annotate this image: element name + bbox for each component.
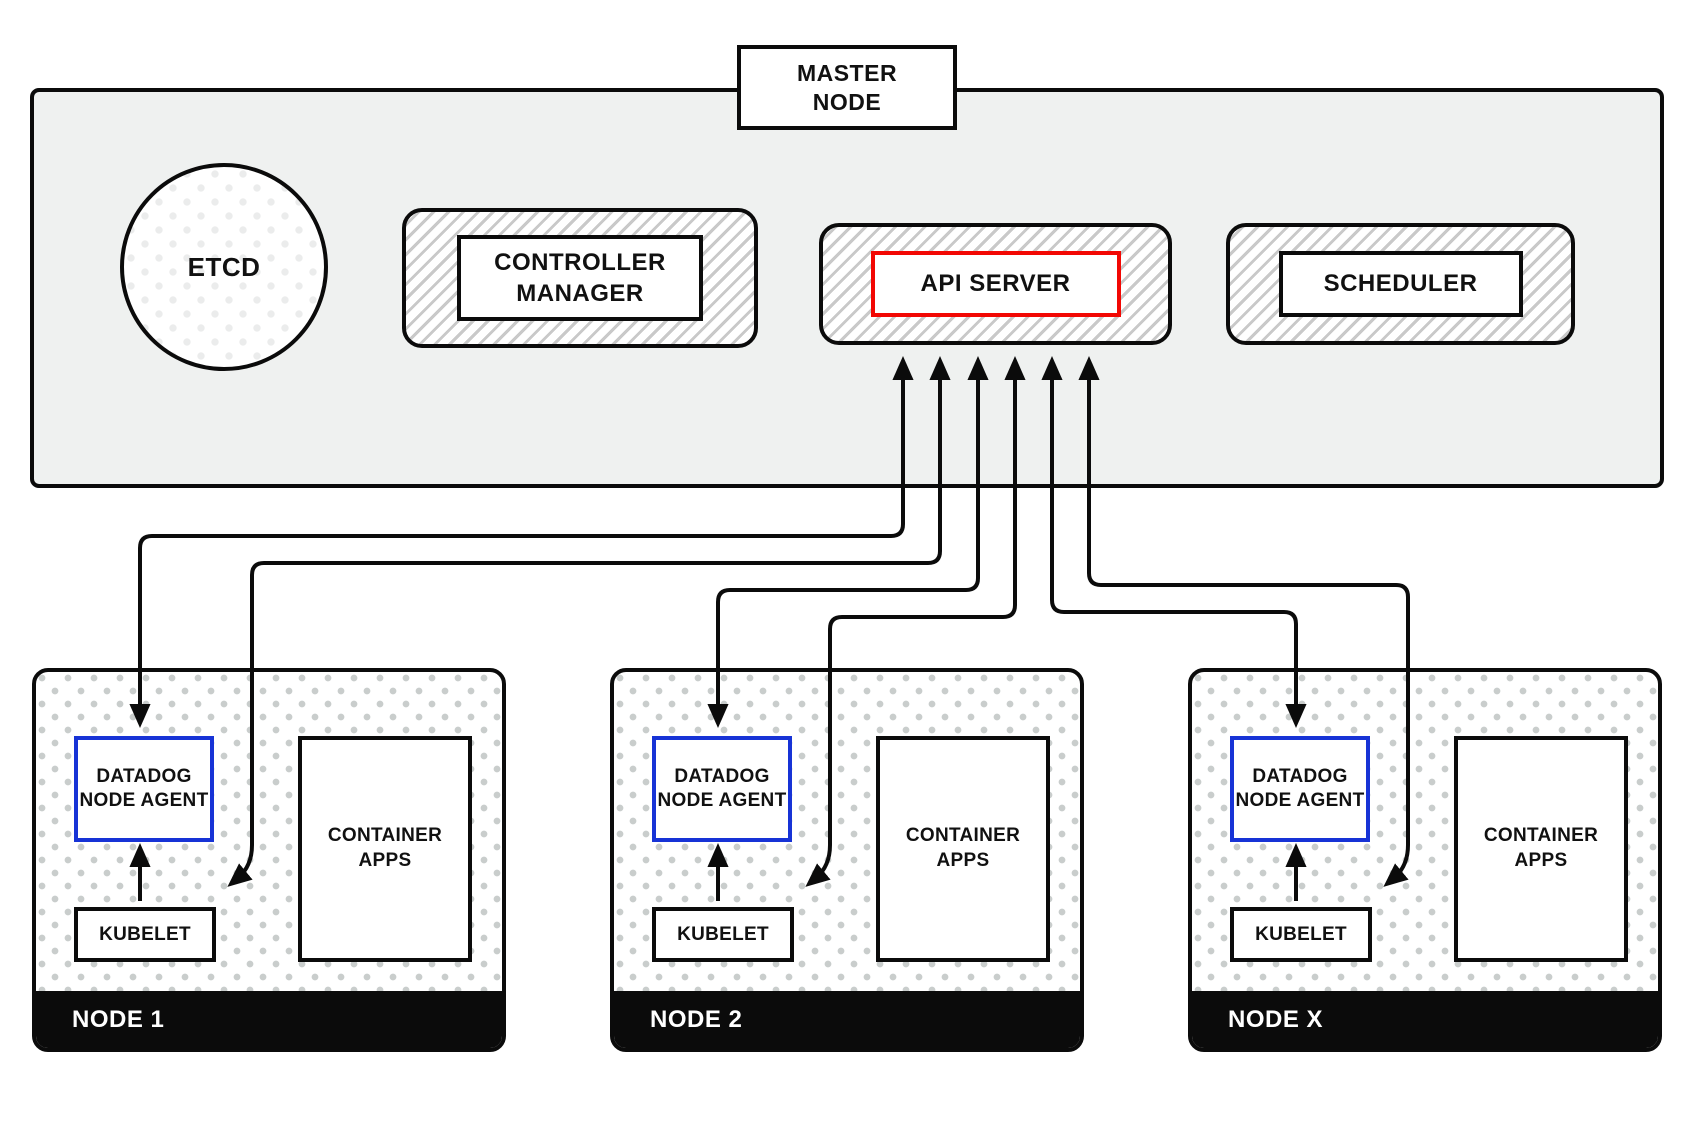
connector-api-server-node1-kubelet xyxy=(227,356,951,887)
node-2-title-bar: NODE 2 xyxy=(614,991,1080,1048)
node-x-kubelet-label: KUBELET xyxy=(1255,923,1347,945)
node-2-title: NODE 2 xyxy=(650,1005,743,1033)
connector-api-server-nodex-kubelet xyxy=(1078,356,1410,887)
scheduler-label: SCHEDULER xyxy=(1323,270,1478,298)
controller-manager-label: CONTROLLER MANAGER xyxy=(494,248,666,307)
node-1-kubelet-box: KUBELET xyxy=(74,907,216,962)
master-node-label: MASTER NODE xyxy=(737,45,957,130)
node-x-title: NODE X xyxy=(1228,1005,1324,1033)
connector-api-server-node2-kubelet xyxy=(805,356,1026,887)
node-x-kubelet-box: KUBELET xyxy=(1230,907,1372,962)
node-1-title-bar: NODE 1 xyxy=(36,991,502,1048)
node-2-kubelet-box: KUBELET xyxy=(652,907,794,962)
api-server-label: API SERVER xyxy=(920,270,1071,298)
node-1-datadog-agent-label: DATADOG NODE AGENT xyxy=(79,766,209,811)
etcd-label: ETCD xyxy=(187,251,261,282)
api-server-box: API SERVER xyxy=(870,251,1121,317)
connector-api-server-node1-agent xyxy=(129,356,914,728)
scheduler-box: SCHEDULER xyxy=(1278,251,1523,317)
node-1-kubelet-label: KUBELET xyxy=(99,923,191,945)
controller-manager-box: CONTROLLER MANAGER xyxy=(457,235,703,321)
node-x-title-bar: NODE X xyxy=(1192,991,1658,1048)
node-1-datadog-agent-box: DATADOG NODE AGENT xyxy=(74,736,214,842)
etcd-component: ETCD xyxy=(120,163,328,371)
node-2-kubelet-label: KUBELET xyxy=(677,923,769,945)
node-x-container-apps-box: CONTAINER APPS xyxy=(1454,736,1628,962)
node-1-title: NODE 1 xyxy=(72,1005,165,1033)
master-node-label-text: MASTER NODE xyxy=(796,60,898,115)
controller-manager-component: CONTROLLER MANAGER xyxy=(402,208,758,348)
api-server-component: API SERVER xyxy=(819,223,1172,345)
scheduler-component: SCHEDULER xyxy=(1226,223,1575,345)
node-x-container-apps-label: CONTAINER APPS xyxy=(1483,825,1599,871)
